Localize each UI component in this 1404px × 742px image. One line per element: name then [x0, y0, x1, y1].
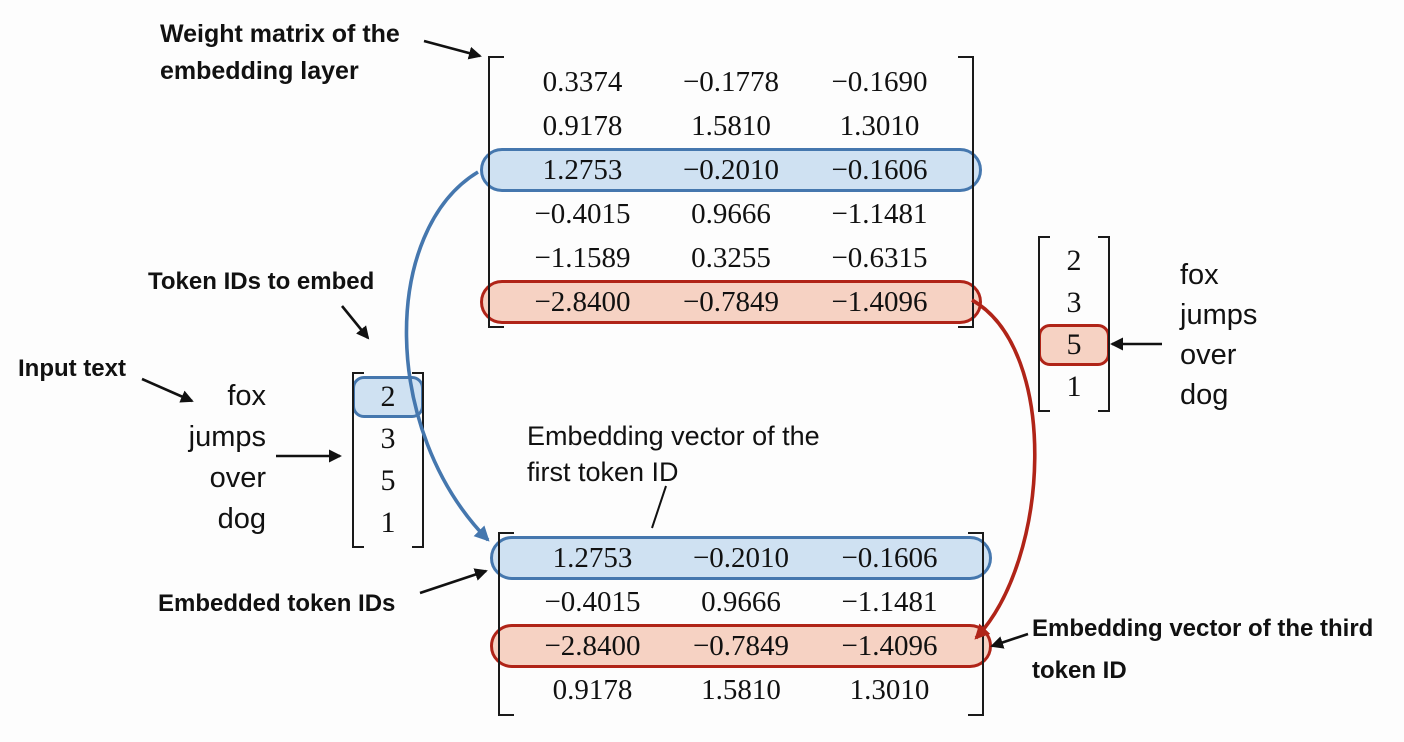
- left-bracket: [488, 56, 504, 328]
- embedded-token-ids-label: Embedded token IDs: [158, 590, 396, 617]
- weight-matrix-blue-highlight-row: [480, 148, 982, 192]
- left-word: dog: [217, 503, 266, 535]
- matrix-cell: −0.7849: [692, 629, 790, 662]
- embedding-third-label-line2: token ID: [1032, 657, 1127, 684]
- left-bracket: [498, 532, 514, 716]
- token-id-cell: 5: [380, 464, 396, 497]
- matrix-cell: −2.8400: [534, 285, 631, 318]
- input-words: fox jumps over dog: [140, 376, 266, 540]
- matrix-cell: −1.4096: [841, 629, 938, 662]
- left-word: fox: [227, 380, 266, 412]
- matrix-cell: −0.4015: [544, 585, 641, 618]
- matrix-cell: −1.1589: [534, 241, 631, 274]
- weight-matrix-cells: 0.3374 −0.1778 −0.1690 0.9178 1.5810 1.3…: [480, 56, 982, 328]
- embedded-matrix-red-highlight-row: [490, 624, 992, 668]
- input-text-label: Input text: [18, 355, 126, 382]
- token-id-vector-right-cells: 2 3 5 1: [1038, 236, 1110, 412]
- token-id-cell: 1: [1066, 370, 1082, 403]
- matrix-cell: 1.2753: [552, 541, 633, 574]
- matrix-cell: −1.1481: [841, 585, 938, 618]
- token-id-cell: 2: [1066, 244, 1082, 277]
- right-bracket: [958, 56, 974, 328]
- token-id-cell: 5: [1066, 328, 1082, 361]
- embedding-first-label-line: [651, 485, 667, 529]
- token-id-cell: 3: [1066, 286, 1082, 319]
- right-words: fox jumps over dog: [1180, 255, 1257, 415]
- matrix-cell: −0.1690: [831, 65, 928, 98]
- right-bracket: [412, 372, 424, 548]
- matrix-cell: 1.5810: [701, 673, 781, 706]
- embedding-first-label-line1: Embedding vector of the: [527, 421, 820, 451]
- embedded-matrix: 1.2753 −0.2010 −0.1606 −0.4015 0.9666 −1…: [490, 532, 992, 716]
- right-word: over: [1180, 339, 1237, 371]
- matrix-cell: 0.3374: [542, 65, 623, 98]
- weight-matrix-label-line1: Weight matrix of the: [160, 20, 400, 48]
- token-id-cell: 1: [380, 506, 396, 539]
- matrix-cell: −0.7849: [682, 285, 780, 318]
- embedding-first-label: Embedding vector of the first token ID: [527, 418, 820, 490]
- token-id-cell: 3: [380, 422, 396, 455]
- token-id-vector-left: 2 3 5 1: [352, 372, 424, 548]
- token-id-vector-right: 2 3 5 1: [1038, 236, 1110, 412]
- embedded-matrix-cells: 1.2753 −0.2010 −0.1606 −0.4015 0.9666 −1…: [490, 532, 992, 716]
- left-bracket: [352, 372, 364, 548]
- matrix-cell: 0.9666: [691, 197, 771, 230]
- right-word: dog: [1180, 379, 1229, 411]
- token-id-vector-left-cells: 2 3 5 1: [352, 372, 424, 548]
- matrix-cell: 0.9178: [552, 673, 633, 706]
- matrix-cell: −2.8400: [544, 629, 641, 662]
- weight-matrix-label-arrow: [423, 39, 482, 60]
- weight-matrix-red-highlight-row: [480, 280, 982, 324]
- right-bracket: [1098, 236, 1110, 412]
- matrix-cell: −1.4096: [831, 285, 928, 318]
- right-word: fox: [1180, 259, 1219, 291]
- matrix-cell: −0.1778: [682, 65, 780, 98]
- token-ids-label-arrow: [340, 305, 370, 340]
- weight-matrix-label-line2: embedding layer: [160, 57, 359, 85]
- weight-matrix: 0.3374 −0.1778 −0.1690 0.9178 1.5810 1.3…: [480, 56, 982, 328]
- embedded-token-ids-label-arrow: [419, 568, 488, 595]
- embedded-matrix-blue-highlight-row: [490, 536, 992, 580]
- matrix-cell: 1.5810: [691, 109, 771, 142]
- embedding-third-label-arrow: [990, 632, 1029, 649]
- right-bracket: [968, 532, 984, 716]
- left-bracket: [1038, 236, 1050, 412]
- matrix-cell: 1.3010: [839, 109, 920, 142]
- token-ids-label: Token IDs to embed: [148, 268, 375, 295]
- matrix-cell: −0.2010: [692, 541, 790, 574]
- matrix-cell: 0.9666: [701, 585, 781, 618]
- matrix-cell: −0.4015: [534, 197, 631, 230]
- embedding-third-label-line1: Embedding vector of the third: [1032, 615, 1374, 642]
- embedding-first-label-line2: first token ID: [527, 457, 679, 487]
- matrix-cell: 1.2753: [542, 153, 623, 186]
- matrix-cell: −1.1481: [831, 197, 928, 230]
- weight-matrix-label: Weight matrix of the embedding layer: [160, 16, 400, 90]
- left-word: jumps: [188, 421, 266, 453]
- matrix-cell: 1.3010: [849, 673, 930, 706]
- matrix-cell: 0.9178: [542, 109, 623, 142]
- token-id-cell: 2: [380, 380, 396, 413]
- matrix-cell: 0.3255: [691, 241, 771, 274]
- matrix-cell: −0.1606: [841, 541, 938, 574]
- left-word: over: [209, 462, 266, 494]
- embedding-third-label: Embedding vector of the third token ID: [1032, 608, 1373, 692]
- matrix-cell: −0.6315: [831, 241, 928, 274]
- right-word: jumps: [1180, 299, 1258, 331]
- matrix-cell: −0.2010: [682, 153, 780, 186]
- matrix-cell: −0.1606: [831, 153, 928, 186]
